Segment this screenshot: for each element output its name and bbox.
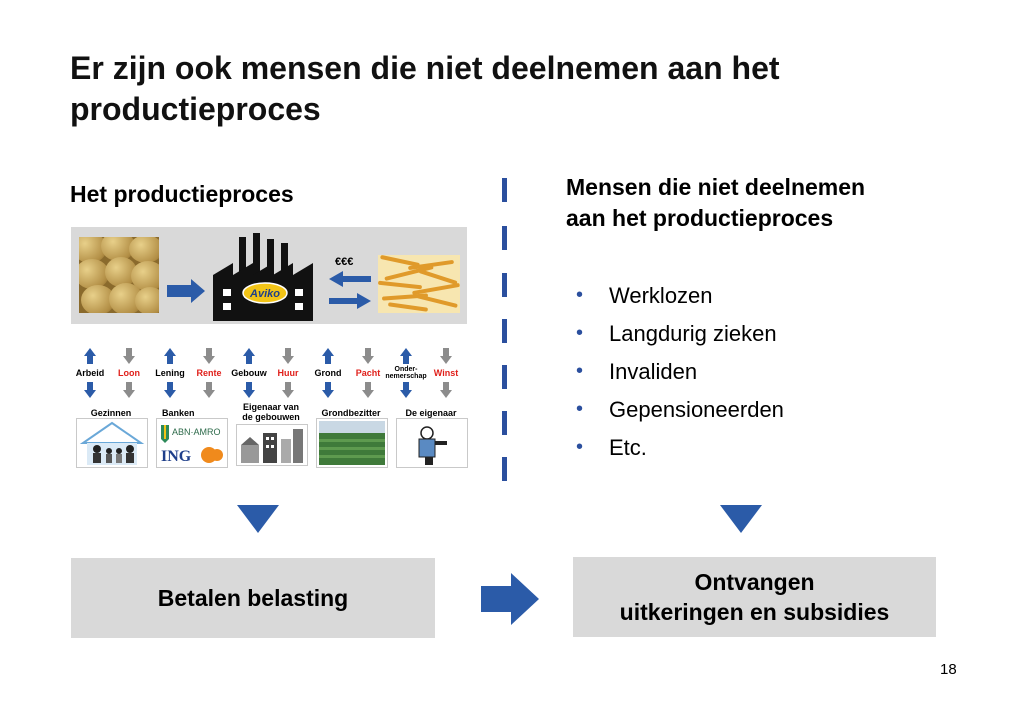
ing-text: ING <box>161 448 192 465</box>
arrow-down-icon <box>282 348 294 398</box>
owner-households: Gezinnen <box>76 408 148 468</box>
arrow-right-icon <box>167 279 205 303</box>
pay-taxes-box: Betalen belasting <box>71 558 435 638</box>
arrow-up-icon <box>322 348 334 398</box>
list-item: Langdurig zieken <box>576 319 784 358</box>
aviko-logo-text: Aviko <box>249 288 280 300</box>
owner-landowner: Grondbezitter <box>316 408 388 468</box>
money-label: €€€ <box>335 256 354 268</box>
arrow-up-icon <box>400 348 412 398</box>
owner-person-icon <box>418 426 447 465</box>
page-number: 18 <box>940 661 957 678</box>
list-item: Werklozen <box>576 281 784 320</box>
flow-label: Arbeid <box>75 368 105 378</box>
right-heading-line-2: aan het productieproces <box>566 205 834 231</box>
flow-grond: Grond <box>308 346 348 406</box>
potatoes-image <box>79 237 159 313</box>
benefits-line-1: Ontvangen <box>694 569 815 595</box>
right-heading-line-1: Mensen die niet deelnemen <box>566 174 866 200</box>
flow-lening: Lening <box>150 346 190 406</box>
production-process-strip: Aviko €€€ <box>71 227 467 324</box>
arrow-up-icon <box>84 348 96 398</box>
arrow-down-icon <box>203 348 215 398</box>
flow-label: Gebouw <box>231 368 267 378</box>
flow-huur: Huur <box>268 346 308 406</box>
flow-label: Winst <box>433 368 459 378</box>
flow-ondernemerschap: Onder-nemerschap <box>385 346 427 406</box>
receive-benefits-box: Ontvangen uitkeringen en subsidies <box>573 557 936 637</box>
owner-the-owner: De eigenaar <box>396 408 468 468</box>
left-column-heading: Het productieproces <box>70 181 294 207</box>
flow-label: Rente <box>196 368 222 378</box>
owner-banks: Banken ABN·AMRO ING <box>156 408 228 468</box>
buildings-icon <box>241 429 303 463</box>
flow-label: Lening <box>155 368 185 378</box>
owner-label: Banken <box>162 408 195 418</box>
down-triangle-right-icon <box>720 505 762 533</box>
list-item: Gepensioneerden <box>576 395 784 434</box>
flow-label: Pacht <box>355 368 381 378</box>
non-participants-list: Werklozen Langdurig zieken Invaliden Gep… <box>576 281 784 472</box>
factory-icon: Aviko <box>213 233 313 321</box>
arrow-down-icon <box>362 348 374 398</box>
arrow-up-icon <box>243 348 255 398</box>
flow-label: Grond <box>314 368 342 378</box>
right-column-heading: Mensen die niet deelnemen aan het produc… <box>566 172 946 234</box>
owner-label: Gezinnen <box>90 408 132 418</box>
slide-title: Er zijn ook mensen die niet deelnemen aa… <box>70 50 780 127</box>
arrow-down-icon <box>440 348 452 398</box>
owner-label: De eigenaar <box>405 408 457 418</box>
flow-label: Huur <box>277 368 299 378</box>
family-house-icon <box>79 421 145 465</box>
farm-field-icon <box>319 421 385 465</box>
flow-winst: Winst <box>426 346 466 406</box>
arrow-up-icon <box>164 348 176 398</box>
owner-label-line-1: Eigenaar van <box>242 402 300 412</box>
flow-loon: Loon <box>109 346 149 406</box>
flow-pacht: Pacht <box>348 346 388 406</box>
abn-amro-text: ABN·AMRO <box>172 427 221 437</box>
fries-image <box>378 255 460 313</box>
bank-logos-icon: ABN·AMRO ING <box>161 425 223 465</box>
benefits-line-2: uitkeringen en subsidies <box>619 599 890 625</box>
exchange-arrows-icon <box>329 271 371 309</box>
arrow-right-big-icon <box>481 573 539 625</box>
flow-gebouw: Gebouw <box>229 346 269 406</box>
owner-label: Grondbezitter <box>321 408 381 418</box>
flow-rente: Rente <box>189 346 229 406</box>
owner-label-line-2: de gebouwen <box>242 412 300 422</box>
list-item: Etc. <box>576 433 784 472</box>
flow-label: Onder-nemerschap <box>385 366 427 380</box>
flow-label: Loon <box>118 368 140 378</box>
arrow-down-icon <box>123 348 135 398</box>
list-item: Invaliden <box>576 357 784 396</box>
owner-building-owners: Eigenaar van de gebouwen <box>236 402 308 466</box>
flow-arbeid: Arbeid <box>70 346 110 406</box>
down-triangle-left-icon <box>237 505 279 533</box>
